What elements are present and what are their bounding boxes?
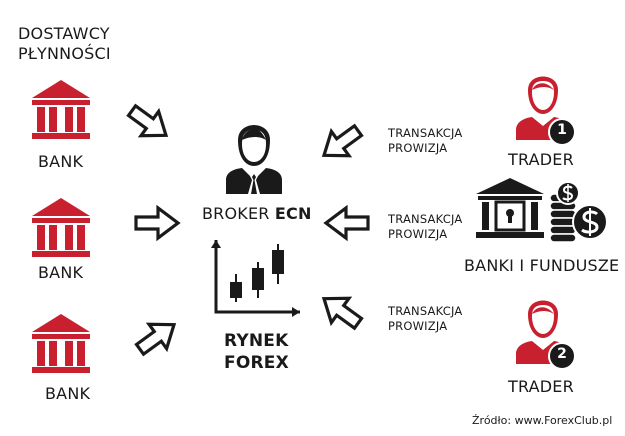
providers-title: DOSTAWCY PŁYNNOŚCI: [18, 24, 111, 64]
funds-label: BANKI I FUNDUSZE: [464, 256, 620, 275]
trader-badge-1: 1: [557, 122, 567, 138]
broker-label-highlight: ECN: [274, 204, 312, 223]
arrow-icon: [134, 322, 177, 357]
arrow-icon: [321, 123, 364, 158]
arrow-icon: [126, 103, 169, 138]
market-label-line2: FOREX: [224, 353, 289, 373]
flow-label-3: TRANSAKCJA PROWIZJA: [388, 304, 462, 334]
arrow-icon: [323, 204, 370, 242]
flow-label-3-line2: PROWIZJA: [388, 319, 448, 333]
bank-label-3: BANK: [45, 384, 91, 403]
bank-label-2: BANK: [38, 263, 84, 282]
source-credit: Źródło: www.ForexClub.pl: [472, 414, 613, 427]
market-label: RYNEK FOREX: [224, 330, 289, 374]
trader-badge-icon: [548, 342, 576, 370]
broker-label: BROKER ECN: [202, 204, 312, 223]
flow-label-1-line2: PROWIZJA: [388, 141, 448, 155]
flow-label-2-line1: TRANSAKCJA: [388, 212, 463, 226]
flow-label-2-line2: PROWIZJA: [388, 227, 448, 241]
arrow-icon: [134, 204, 181, 242]
trader-badge-2: 2: [557, 346, 567, 362]
arrow-icon: [321, 296, 364, 331]
providers-title-line2: PŁYNNOŚCI: [18, 44, 111, 63]
bank-icon: [32, 198, 90, 257]
flow-label-2: TRANSAKCJA PROWIZJA: [388, 212, 462, 242]
broker-icon: [226, 125, 282, 194]
broker-label-prefix: BROKER: [202, 204, 275, 223]
bank-building-icon: [476, 178, 544, 238]
providers-title-line1: DOSTAWCY: [18, 24, 110, 43]
trader-label-1: TRADER: [508, 150, 574, 169]
coin-stack-icon: [549, 181, 608, 243]
trader-badge-icon: [548, 118, 576, 146]
bank-icon: [32, 314, 90, 373]
flow-label-3-line1: TRANSAKCJA: [388, 304, 463, 318]
trader-label-2: TRADER: [508, 377, 574, 396]
flow-label-1: TRANSAKCJA PROWIZJA: [388, 126, 462, 156]
bank-icon: [32, 80, 90, 139]
market-label-line1: RYNEK: [224, 331, 289, 351]
candlestick-chart-icon: [211, 240, 300, 317]
flow-label-1-line1: TRANSAKCJA: [388, 126, 463, 140]
bank-label-1: BANK: [38, 152, 84, 171]
